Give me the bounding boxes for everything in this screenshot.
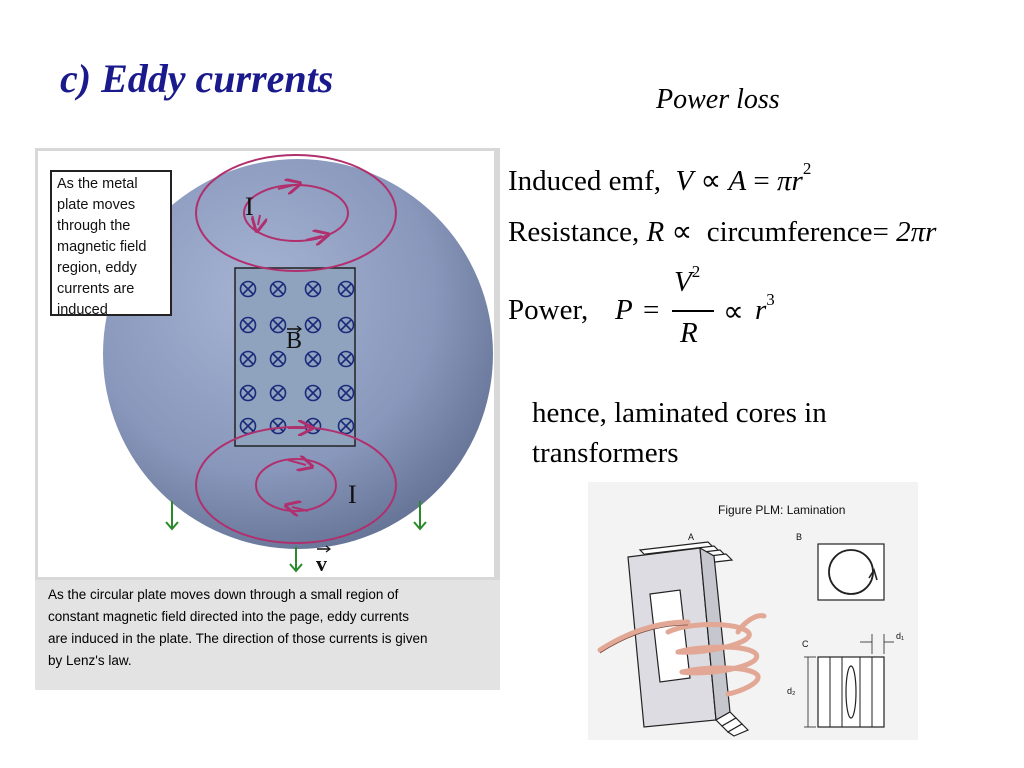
- field-symbol: [304, 384, 322, 402]
- diagram-callout: As the metal plate moves through the mag…: [50, 170, 172, 318]
- eddy-loop-c: [845, 665, 857, 719]
- field-symbol: [239, 316, 257, 334]
- fraction-bar: [672, 310, 714, 312]
- field-symbol: [304, 350, 322, 368]
- label-b: B: [796, 532, 803, 542]
- lamination-note: hence, laminated cores in transformers: [532, 397, 827, 469]
- emf-equation: Induced emf, V ∝ A = πr2: [508, 159, 812, 197]
- field-symbol: [269, 384, 287, 402]
- caption-background: [35, 580, 500, 690]
- field-symbol-cross: [340, 420, 352, 432]
- field-symbol: [239, 350, 257, 368]
- field-symbol-cross: [272, 353, 284, 365]
- field-into-page-symbols: [239, 280, 355, 435]
- field-symbol-cross: [340, 319, 352, 331]
- field-symbol: [337, 316, 355, 334]
- field-symbol: [269, 280, 287, 298]
- field-symbol-cross: [340, 283, 352, 295]
- laminated-core: [627, 541, 750, 737]
- field-symbol: [337, 384, 355, 402]
- field-symbol: [304, 280, 322, 298]
- field-symbol-cross: [307, 283, 319, 295]
- label-d2: d₂: [787, 686, 796, 696]
- field-label: B: [286, 328, 302, 354]
- field-symbol-cross: [307, 353, 319, 365]
- coil-wire-outline: [599, 624, 689, 654]
- field-symbol-cross: [242, 283, 254, 295]
- top-eddy-loop-outer: [195, 154, 397, 272]
- eddy-current-illustration: I I B v: [103, 154, 493, 576]
- coil-wire: [597, 613, 767, 697]
- field-symbol: [304, 316, 322, 334]
- field-symbol-cross: [242, 387, 254, 399]
- lamination-figure: Figure PLM: Lamination A B C d₁ d₂: [588, 482, 918, 740]
- field-symbol-cross: [307, 387, 319, 399]
- label-c: C: [802, 639, 809, 649]
- field-symbol-cross: [272, 387, 284, 399]
- field-symbol-cross: [242, 353, 254, 365]
- resistance-equation: Resistance, R ∝ circumference= 2πr: [508, 216, 937, 248]
- lamination-figure-title: Figure PLM: Lamination: [718, 503, 846, 517]
- label-a: A: [688, 532, 695, 542]
- field-symbol: [239, 384, 257, 402]
- field-symbol-cross: [242, 319, 254, 331]
- current-label-bottom: I: [348, 480, 357, 509]
- power-loss-subtitle: Power loss: [656, 84, 780, 115]
- dimension-lines: [804, 634, 894, 728]
- velocity-label: v: [316, 551, 327, 576]
- field-symbol-cross: [272, 420, 284, 432]
- field-symbol-cross: [272, 283, 284, 295]
- field-symbol-cross: [307, 319, 319, 331]
- velocity-arrows: [165, 501, 427, 573]
- field-symbol: [337, 350, 355, 368]
- lamination-drawing: [597, 541, 894, 737]
- field-symbol: [239, 280, 257, 298]
- field-symbol: [337, 280, 355, 298]
- field-symbol-cross: [340, 387, 352, 399]
- field-symbol: [269, 316, 287, 334]
- diagram-canvas: I I B v As the metal plate moves through…: [38, 151, 494, 577]
- field-symbol-cross: [272, 319, 284, 331]
- eddy-current-diagram: I I B v As the metal plate moves through…: [35, 148, 500, 690]
- current-label-top: I: [245, 192, 254, 221]
- diagram-caption: As the circular plate moves down through…: [48, 587, 428, 668]
- slide-title: c) Eddy currents: [60, 56, 334, 101]
- field-symbol-cross: [242, 420, 254, 432]
- field-symbol: [269, 350, 287, 368]
- field-symbol-cross: [340, 353, 352, 365]
- field-symbol: [337, 417, 355, 435]
- sheet-c: [817, 656, 885, 728]
- field-symbol: [269, 417, 287, 435]
- label-d1: d₁: [896, 631, 905, 641]
